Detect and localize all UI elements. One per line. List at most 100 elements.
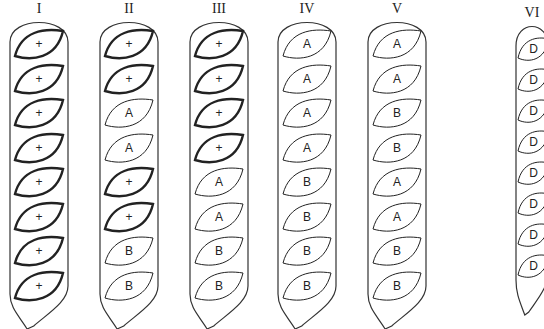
seed: A	[372, 166, 422, 198]
seed: B	[372, 97, 422, 129]
seed-outline-path	[283, 99, 331, 127]
seed: B	[194, 270, 244, 302]
seed-label: +	[35, 38, 42, 50]
seed-outline-path	[105, 237, 153, 265]
seed-outline-path	[373, 203, 421, 231]
pod-numeral: V	[364, 1, 430, 17]
seed-label: B	[303, 245, 311, 257]
seed: A	[104, 97, 154, 129]
seed: A	[282, 97, 332, 129]
seed-pod: I++++++++	[6, 20, 72, 306]
seed-outline-path	[518, 193, 544, 215]
seed-label: +	[125, 211, 132, 223]
seed: A	[282, 63, 332, 95]
seed-label: B	[303, 280, 311, 292]
seed-label: A	[393, 73, 401, 85]
seed-outline-path	[195, 168, 243, 196]
pod-outline-path	[100, 23, 158, 329]
pod-numeral: III	[186, 1, 252, 17]
seed: B	[282, 166, 332, 198]
pod-numeral: VI	[512, 5, 544, 21]
seed-label: +	[35, 176, 42, 188]
seed-label: B	[125, 245, 133, 257]
seed: B	[282, 270, 332, 302]
seed-label: B	[303, 176, 311, 188]
pod-outline	[512, 24, 544, 292]
seed-outline-path	[373, 65, 421, 93]
seed-label: +	[35, 107, 42, 119]
seed-outline-path	[373, 99, 421, 127]
seed-label: A	[125, 142, 133, 154]
seed: +	[14, 97, 64, 129]
seed: A	[282, 28, 332, 60]
seed-label: A	[393, 38, 401, 50]
seed-outline-path	[15, 168, 63, 196]
seed-label: B	[125, 280, 133, 292]
seed-label: A	[125, 107, 133, 119]
seed: +	[194, 28, 244, 60]
seed-label: D	[529, 74, 538, 86]
seed-label: B	[393, 280, 401, 292]
seed-outline-path	[105, 65, 153, 93]
seed-label: A	[393, 176, 401, 188]
seed: +	[104, 166, 154, 198]
pod-numeral: I	[6, 1, 72, 17]
seed-label: +	[215, 107, 222, 119]
seed: +	[14, 201, 64, 233]
pod-numeral: IV	[274, 1, 340, 17]
seed: B	[194, 235, 244, 267]
seed-label: D	[529, 229, 538, 241]
seed: B	[372, 270, 422, 302]
seed-outline-path	[195, 203, 243, 231]
seed: B	[372, 132, 422, 164]
seed-outline-path	[195, 30, 243, 58]
seed: D	[517, 160, 544, 186]
seed-pod: IVAAAABBBB	[274, 20, 340, 306]
seed-outline-path	[15, 65, 63, 93]
seed: B	[104, 235, 154, 267]
seed-pod: VIDDDDDDDD	[512, 24, 544, 292]
pod-outline-path	[278, 23, 336, 329]
seed-label: +	[35, 73, 42, 85]
seed-pod: VAABBAABB	[364, 20, 430, 306]
seed: +	[104, 201, 154, 233]
seed-outline-path	[283, 237, 331, 265]
pod-outline-path	[10, 23, 68, 329]
seed-label: A	[215, 211, 223, 223]
seed-outline-path	[15, 99, 63, 127]
seed: +	[194, 132, 244, 164]
seed-outline-path	[518, 69, 544, 91]
seed: +	[194, 63, 244, 95]
seed: B	[282, 201, 332, 233]
seed: D	[517, 222, 544, 248]
seed: A	[104, 132, 154, 164]
seed-label: A	[393, 211, 401, 223]
seed: D	[517, 191, 544, 217]
seed: +	[14, 63, 64, 95]
seed-outline-path	[518, 224, 544, 246]
seed-outline-path	[105, 168, 153, 196]
seed-outline-path	[15, 237, 63, 265]
seed-outline-path	[518, 131, 544, 153]
seed-label: +	[125, 38, 132, 50]
seed-outline-path	[195, 272, 243, 300]
seed: D	[517, 253, 544, 279]
seed: D	[517, 36, 544, 62]
seed: B	[104, 270, 154, 302]
seed: +	[104, 28, 154, 60]
seed-pod: II++AA++BB	[96, 20, 162, 306]
seed: B	[372, 235, 422, 267]
seed-label: B	[393, 245, 401, 257]
seed-outline-path	[195, 65, 243, 93]
seed-label: A	[303, 107, 311, 119]
seed-outline-path	[283, 272, 331, 300]
seed-outline-path	[15, 203, 63, 231]
seed-outline-path	[15, 30, 63, 58]
seed: D	[517, 98, 544, 124]
seed-outline-path	[105, 99, 153, 127]
seed-outline-path	[15, 272, 63, 300]
seed-outline-path	[105, 272, 153, 300]
seed: +	[14, 132, 64, 164]
seed-outline-path	[105, 134, 153, 162]
seed-outline-path	[283, 65, 331, 93]
